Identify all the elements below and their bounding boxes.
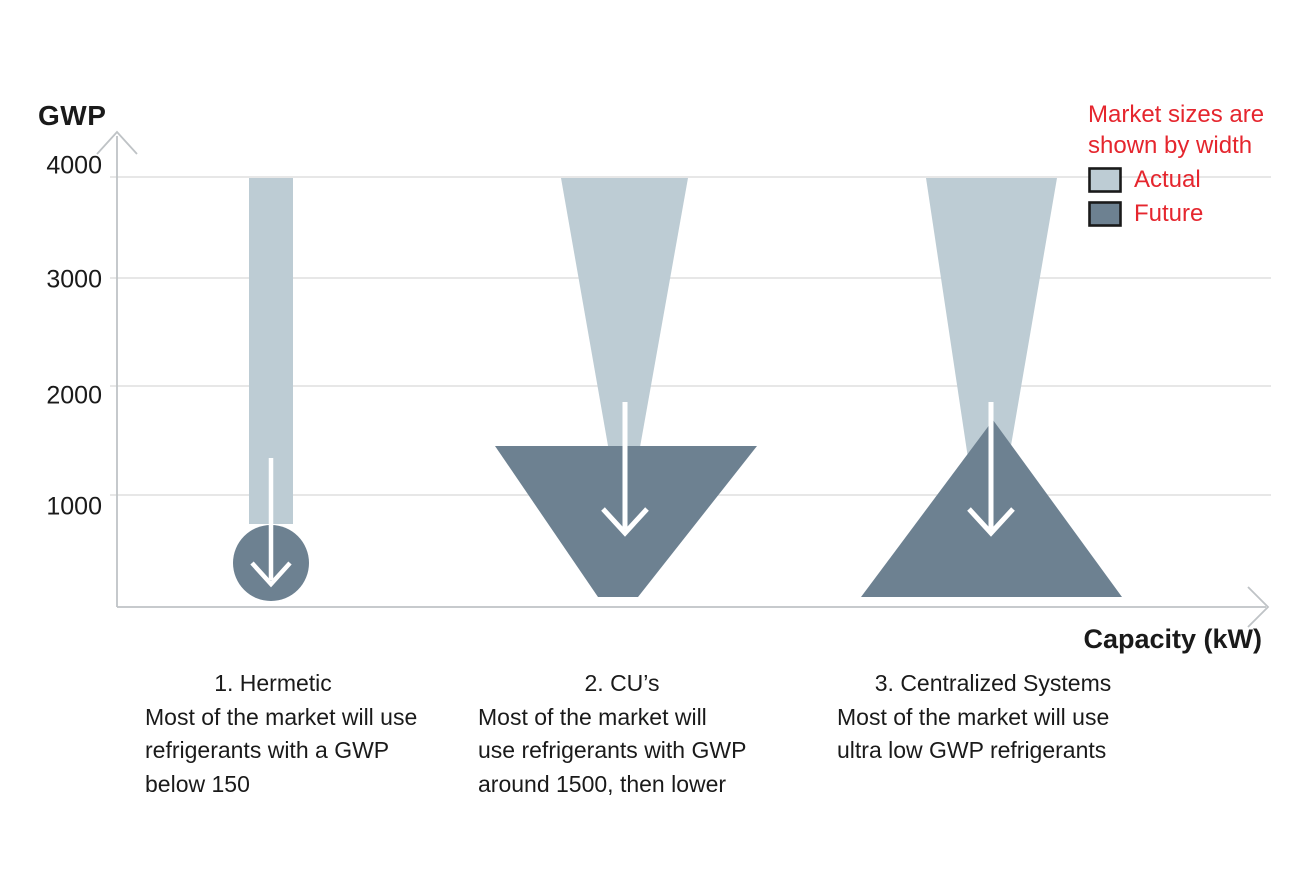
x-axis-arrow-icon [1247,586,1270,628]
down-arrow-icon-cus [601,402,649,537]
legend-title-line2: shown by width [1088,132,1253,159]
actual-wedge-cus [561,178,688,537]
legend-item-actual: Actual [1088,166,1201,194]
legend-title: Market sizes are shown by width [1088,99,1264,161]
caption-cus-line: Most of the market will [478,703,707,730]
down-arrow-icon-hermetic [250,458,292,588]
y-tick-4000: 4000 [46,151,102,180]
actual-wedge-centralized [926,178,1057,585]
y-tick-2000: 2000 [46,381,102,410]
caption-hermetic: 1. Hermetic Most of the market will use … [145,667,418,801]
x-axis-title: Capacity (kW) [1083,624,1262,654]
caption-hermetic-line: Most of the market will use [145,703,418,730]
legend-swatch-actual-icon [1088,167,1122,193]
caption-cus-line: use refrigerants with GWP [478,737,747,763]
down-arrow-icon-centralized [967,402,1015,537]
y-tick-3000: 3000 [46,265,102,294]
caption-hermetic-line: refrigerants with a GWP [145,737,390,763]
legend-swatch-future-icon [1088,201,1122,227]
caption-hermetic-line: below 150 [145,770,250,797]
caption-cus-title: 2. CU’s [584,670,660,696]
y-tick-1000: 1000 [46,492,102,521]
legend-title-line1: Market sizes are [1088,101,1265,128]
caption-centralized: 3. Centralized Systems Most of the marke… [837,667,1149,768]
caption-centralized-line: Most of the market will use [837,703,1110,730]
caption-hermetic-title: 1. Hermetic [214,670,332,696]
legend-item-future: Future [1088,200,1203,228]
caption-centralized-title: 3. Centralized Systems [874,670,1112,696]
caption-cus: 2. CU’s Most of the market will use refr… [478,667,766,801]
caption-cus-line: around 1500, then lower [478,770,727,797]
legend-label-future: Future [1134,200,1204,227]
y-axis-arrow-icon [96,130,138,155]
y-axis-title: GWP [38,100,107,131]
caption-centralized-line: ultra low GWP refrigerants [837,737,1107,763]
legend-label-actual: Actual [1134,166,1201,193]
